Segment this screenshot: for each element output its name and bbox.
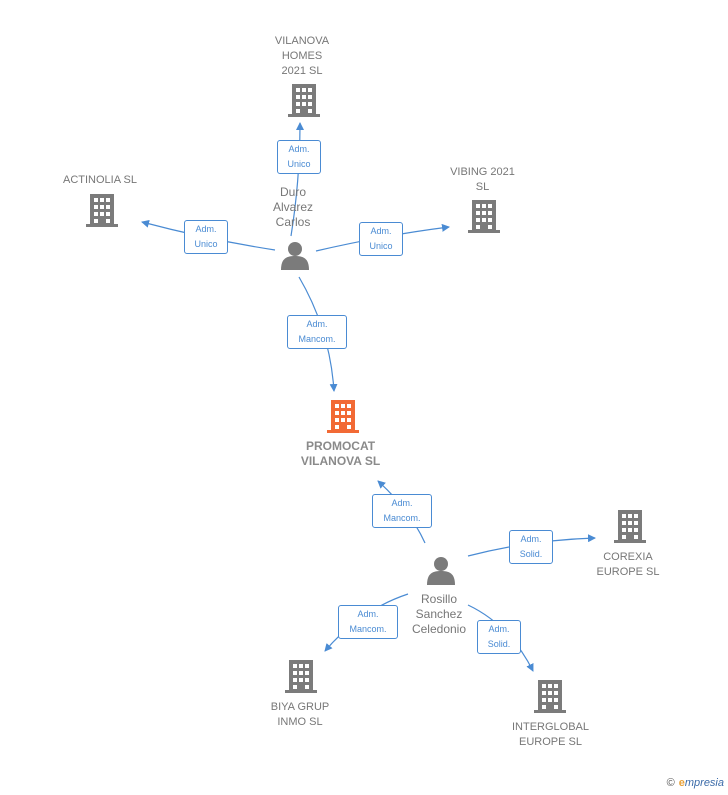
edge-label-rosillo-promocat[interactable]: Adm. Mancom. — [372, 494, 432, 528]
brand-initial: e — [678, 777, 685, 789]
copyright-symbol: © — [666, 777, 675, 789]
edge-label-rosillo-corexia[interactable]: Adm. Solid. — [509, 530, 553, 564]
person-label-duro[interactable]: Duro Alvarez Carlos — [272, 185, 313, 229]
edge-label-duro-vilanova[interactable]: Adm. Unico — [277, 140, 321, 174]
node-label-vilanova-homes[interactable]: VILANOVA HOMES 2021 SL — [274, 35, 330, 77]
edge-label-rosillo-interglobal[interactable]: Adm. Solid. — [477, 620, 521, 654]
node-label-biya[interactable]: BIYA GRUP INMO SL — [270, 701, 330, 728]
edge-duro-vilanova — [290, 122, 304, 237]
promocat-building-icon — [327, 400, 359, 433]
actinolia-building-icon — [86, 194, 118, 227]
edge-label-duro-promocat[interactable]: Adm. Mancom. — [287, 315, 347, 349]
node-label-vibing[interactable]: VIBING 2021 SL — [450, 166, 515, 193]
biya-building-icon — [285, 660, 317, 693]
edge-label-duro-vibing[interactable]: Adm. Unico — [359, 222, 403, 256]
corexia-building-icon — [614, 510, 646, 543]
node-label-interglobal[interactable]: INTERGLOBAL EUROPE SL — [511, 721, 590, 748]
empresia-watermark: ©empresia — [667, 777, 724, 789]
rosillo-person-icon — [427, 557, 455, 585]
edge-label-rosillo-biya[interactable]: Adm. Mancom. — [338, 605, 398, 639]
vilanova-homes-building-icon — [288, 84, 320, 117]
node-label-corexia[interactable]: COREXIA EUROPE SL — [596, 551, 660, 578]
duro-person-icon — [281, 242, 309, 270]
node-label-actinolia[interactable]: ACTINOLIA SL — [63, 174, 137, 186]
node-label-promocat[interactable]: PROMOCAT VILANOVA SL — [300, 439, 381, 468]
vibing-building-icon — [468, 200, 500, 233]
brand-name: mpresia — [684, 777, 724, 789]
edge-label-duro-actinolia[interactable]: Adm. Unico — [184, 220, 228, 254]
person-label-rosillo[interactable]: Rosillo Sanchez Celedonio — [411, 592, 467, 636]
interglobal-building-icon — [534, 680, 566, 713]
